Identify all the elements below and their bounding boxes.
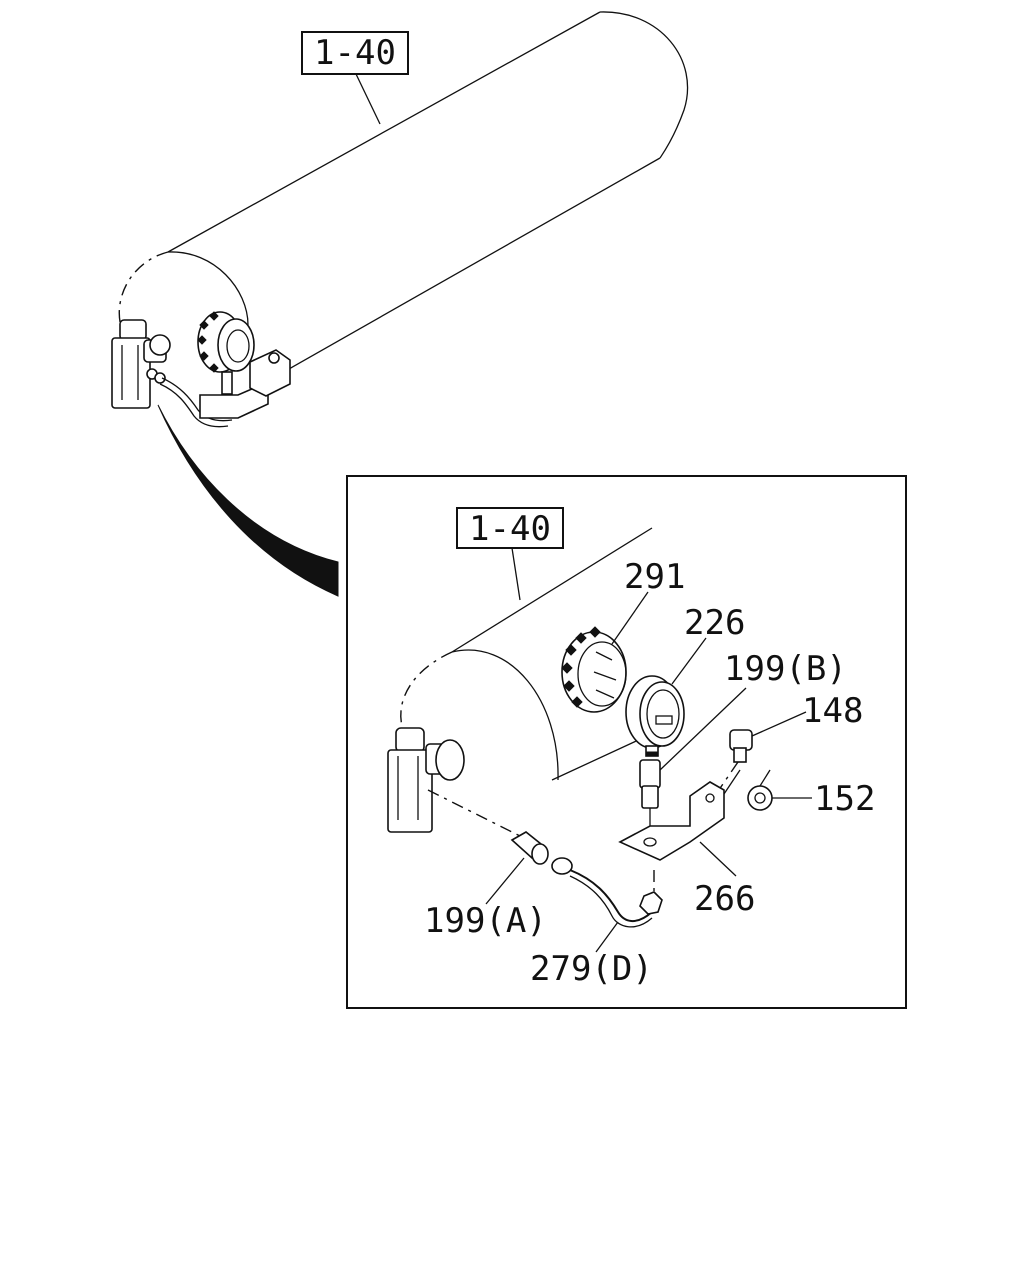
pressure-gauge-226 (625, 675, 685, 757)
callout-199b: 199(B) (724, 649, 847, 689)
callout-291: 291 (624, 557, 685, 597)
nut-152 (719, 769, 773, 811)
overview-ref-label: 1-40 (314, 33, 396, 73)
bracket-266 (618, 781, 725, 861)
leader-lines (485, 591, 812, 953)
gauge-ring-291 (561, 626, 627, 713)
callout-199a: 199(A) (424, 901, 547, 941)
callout-152: 152 (814, 779, 875, 819)
overview-gauge (197, 311, 291, 419)
callout-279d: 279(D) (530, 949, 653, 989)
detail-valve-assembly (387, 727, 521, 837)
adapter-199b (639, 759, 661, 830)
pipe-279d (551, 857, 663, 928)
overview-valve-assembly (111, 319, 233, 428)
air-tank-overview (118, 11, 689, 391)
callout-266: 266 (694, 879, 755, 919)
detail-frame (346, 475, 907, 1009)
callout-148: 148 (802, 691, 863, 731)
detail-ref-box: 1-40 (456, 507, 564, 601)
detail-ref-label: 1-40 (469, 509, 551, 549)
overview-ref-box: 1-40 (301, 31, 409, 125)
callout-226: 226 (684, 603, 745, 643)
fitting-199a (510, 831, 549, 865)
detail-connector (157, 404, 339, 597)
